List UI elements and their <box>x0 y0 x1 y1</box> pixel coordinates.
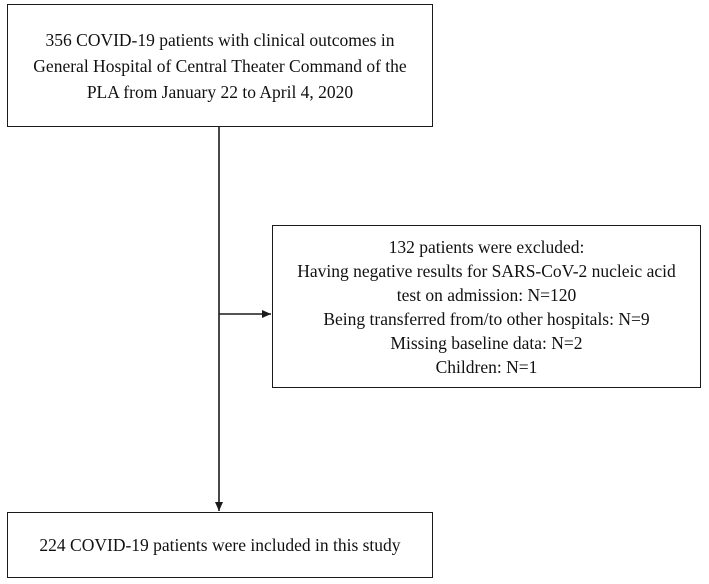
enrollment-box: 356 COVID-19 patients with clinical outc… <box>7 4 433 127</box>
exclusion-box: 132 patients were excluded: Having negat… <box>272 225 701 388</box>
exclusion-line-3: test on admission: N=120 <box>396 284 577 305</box>
exclusion-line-6: Children: N=1 <box>435 356 538 377</box>
enrollment-line-1: 356 COVID-19 patients with clinical outc… <box>45 29 395 50</box>
enrollment-line-3: PLA from January 22 to April 4, 2020 <box>86 81 354 102</box>
exclusion-line-5: Missing baseline data: N=2 <box>390 332 583 353</box>
exclusion-line-1: 132 patients were excluded: <box>388 236 585 257</box>
exclusion-line-4: Being transferred from/to other hospital… <box>323 308 650 329</box>
exclusion-line-2: Having negative results for SARS-CoV-2 n… <box>297 260 676 281</box>
included-box: 224 COVID-19 patients were included in t… <box>7 512 433 578</box>
included-line-1: 224 COVID-19 patients were included in t… <box>39 535 401 555</box>
enrollment-line-2: General Hospital of Central Theater Comm… <box>33 55 407 76</box>
